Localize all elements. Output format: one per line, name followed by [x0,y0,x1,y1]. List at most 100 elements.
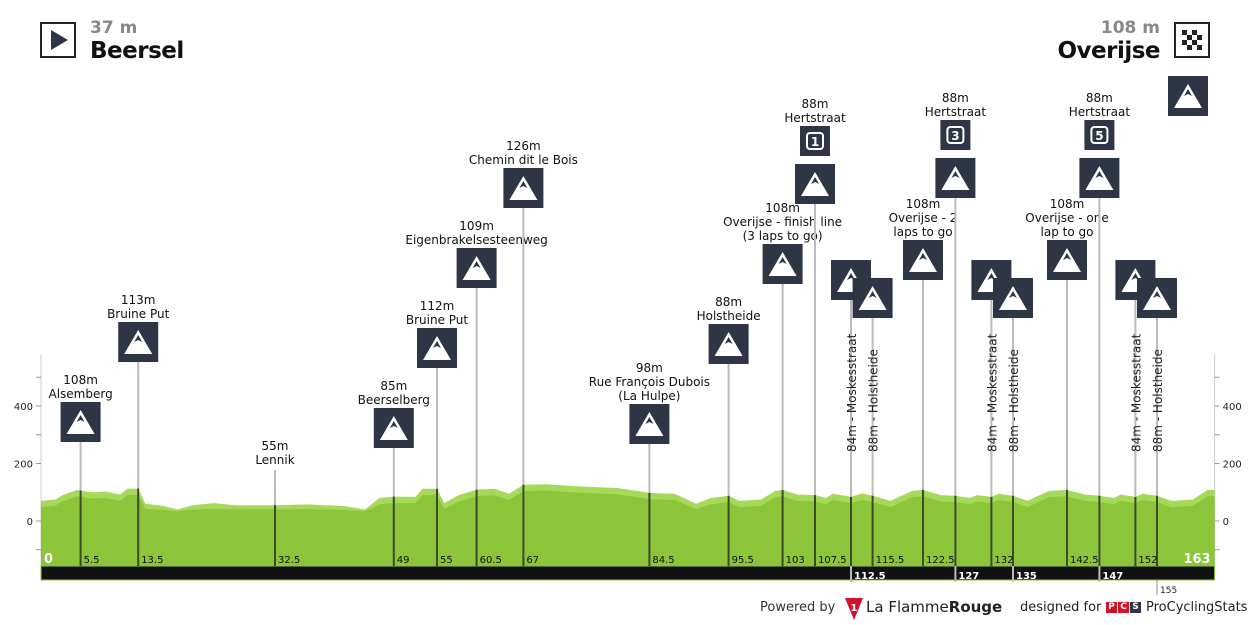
km-label: 5.5 [84,555,100,566]
mountain-icon [795,164,835,204]
mountain-icon [629,404,670,444]
climb-label-vertical: 88m - Holstheide [1007,349,1021,452]
climb-elevation: 55m [262,439,289,453]
lap-number: 3 [951,129,959,143]
mountain-icon [903,240,943,280]
climb-elevation: 113m [121,293,156,307]
climb-elevation: 85m [380,379,407,393]
mountain-icon [1079,158,1120,198]
lap-badge-frame [806,132,824,150]
km-label: 155 [1160,586,1177,596]
km-label: 60.5 [480,555,502,566]
climb-elevation: 108m [63,373,98,387]
climb-name: (La Hulpe) [618,389,680,403]
climb-name: (3 laps to go) [743,229,823,243]
lap-badge-frame [946,126,965,144]
x-end-label: 163 [1183,552,1210,567]
y-tick-label-right: 0 [1223,517,1229,528]
climb-name: Lennik [255,453,294,467]
km-label: 152 [1138,555,1157,566]
start-name: Beersel [90,38,184,64]
mountain-icon [417,328,457,368]
climb-name: Hertstraat [925,105,987,119]
y-tick-label-left: 400 [14,402,33,413]
climb-elevation: 88m [1086,91,1113,105]
climb-label-vertical: 84m - Moskesstraat [985,333,999,452]
mountain-icon [1047,240,1087,280]
mountain-icon [993,278,1033,318]
climb-elevation: 88m [715,295,742,309]
y-tick-label-left: 0 [27,517,33,528]
km-label: 107.5 [818,555,847,566]
climb-name: Bruine Put [107,307,170,321]
start-play-icon [40,22,76,58]
climb-name: Holstheide [697,309,761,323]
flamme-rouge-brand[interactable]: La FlammeRouge [866,598,1002,616]
pcs-name[interactable]: ProCyclingStats [1146,600,1248,615]
y-tick-label-right: 200 [1223,460,1242,471]
climb-elevation: 126m [506,139,541,153]
mountain-icon [852,278,893,318]
climb-name: Bruine Put [406,313,469,327]
climb-name: Overijse - 2 [889,211,958,225]
km-label: 135 [1016,571,1037,582]
lap-badge-bg [800,126,830,156]
climb-name: Overijse - finish line [723,215,842,229]
start-elevation: 37 m [90,18,138,38]
profile-area-dark [41,490,1215,566]
km-label: 95.5 [732,555,754,566]
climb-label-vertical: 88m - Holstheide [867,349,881,452]
climb-name: Chemin dit le Bois [469,153,578,167]
mountain-icon [935,158,976,198]
powered-by-label: Powered by [760,600,836,615]
km-label: 132 [994,555,1013,566]
lap-badge-bg [1084,120,1115,150]
mountain-icon [1168,76,1208,116]
flamme-rouge-logo-icon: 1 [845,598,863,620]
y-tick-label-left: 200 [14,460,33,471]
climb-name: Hertstraat [1069,105,1131,119]
distance-bar [40,565,1216,581]
mountain-icon [708,324,749,364]
climb-elevation: 88m [802,97,829,111]
climb-name: Eigenbrakelsesteenweg [405,233,547,247]
km-label: 67 [526,555,539,566]
climb-name: Rue François Dubois [589,375,710,389]
km-label: 49 [397,555,410,566]
climb-elevation: 98m [636,361,663,375]
climb-name: laps to go [893,225,952,239]
mountain-icon [456,248,497,288]
km-label: 103 [786,555,805,566]
km-label: 84.5 [652,555,674,566]
designed-for-label: designed for [1020,600,1102,615]
km-label: 127 [958,571,979,582]
climb-elevation: 108m [906,197,941,211]
climb-name: Alsemberg [48,387,112,401]
lap-badge-bg [940,120,971,150]
climb-name: lap to go [1041,225,1094,239]
mountain-icon [118,322,159,362]
km-label: 142.5 [1070,555,1099,566]
mountain-icon [373,408,414,448]
climb-label-vertical: 84m - Moskesstraat [1129,333,1143,452]
km-label: 13.5 [141,555,163,566]
km-label: 122.5 [926,555,955,566]
finish-name: Overijse [1057,38,1160,64]
climb-name: Hertstraat [784,111,846,125]
checkered-flag-icon [1174,22,1210,58]
climb-elevation: 108m [765,201,800,215]
lap-number: 1 [811,135,819,149]
climb-elevation: 108m [1050,197,1085,211]
x-start-label: 0 [44,552,53,567]
km-label: 115.5 [876,555,905,566]
km-label: 55 [440,555,453,566]
lap-number: 5 [1095,129,1103,143]
km-label: 112.5 [854,571,886,582]
brand-b: Rouge [948,598,1003,616]
climb-elevation: 109m [459,219,494,233]
climb-elevation: 112m [420,299,455,313]
svg-text:1: 1 [851,603,858,614]
